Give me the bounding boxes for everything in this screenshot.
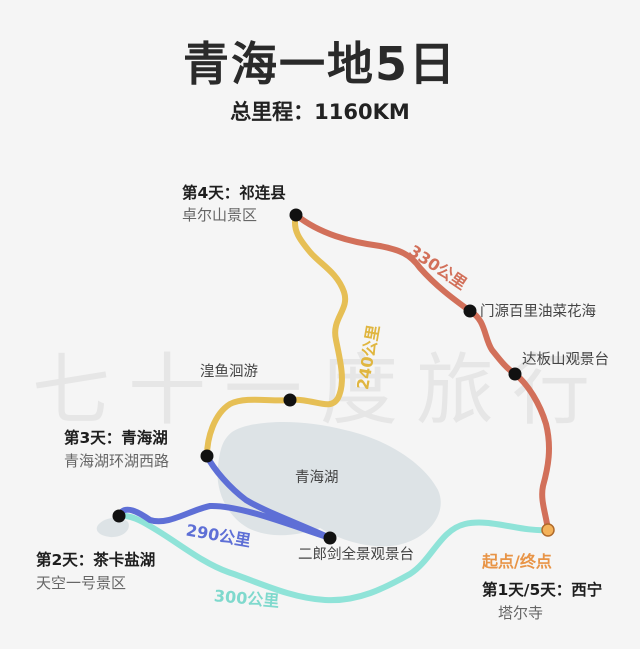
poi-huangyu: 湟鱼洄游 [200, 364, 258, 380]
poi-menyuan: 门源百里油菜花海 [480, 304, 596, 320]
marker-menyuan [463, 304, 477, 318]
watermark: 七十一度旅行 [31, 346, 608, 436]
route-segment-3 [204, 212, 349, 459]
stop-xining-day: 第1天/5天：西宁 [482, 581, 603, 599]
stop-chaka-place: 天空一号景区 [36, 574, 127, 592]
stop-qinghaihu-place: 青海湖环湖西路 [64, 452, 170, 470]
marker-huangyu [283, 393, 297, 407]
small-lake [96, 517, 129, 538]
stop-xining-place: 塔尔寺 [498, 604, 544, 622]
lake-label: 青海湖 [295, 470, 339, 486]
marker-qinghaihu [200, 449, 214, 463]
stop-qinghaihu-day: 第3天：青海湖 [64, 429, 168, 447]
marker-daban [508, 367, 522, 381]
stop-qilian-day: 第4天：祁连县 [182, 184, 286, 202]
marker-chaka [112, 509, 126, 523]
poi-daban: 达板山观景台 [522, 352, 609, 368]
route-segment-1 [116, 512, 551, 604]
marker-qilian [289, 208, 303, 222]
route-segment-2 [116, 453, 333, 541]
page-title: 青海一地5日 [182, 37, 457, 91]
start-end-label: 起点/终点 [482, 552, 552, 571]
marker-xining [541, 523, 555, 537]
stop-qilian-place: 卓尔山景区 [182, 206, 258, 224]
marker-erlangjian [323, 531, 337, 545]
stop-chaka-day: 第2天：茶卡盐湖 [36, 551, 156, 569]
total-distance: 总里程：1160KM [230, 100, 410, 124]
route-segment-4 [293, 212, 553, 533]
poi-erlangjian: 二郎剑全景观景台 [298, 547, 414, 563]
